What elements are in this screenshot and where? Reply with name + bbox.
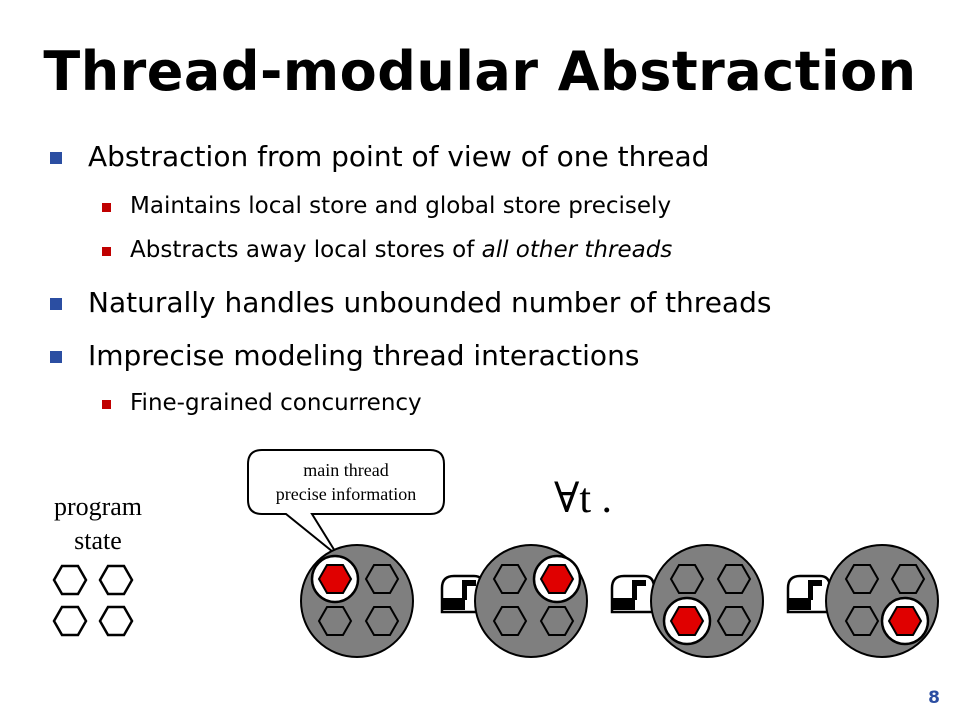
bullet-marker bbox=[50, 351, 62, 363]
sub-bullet-text-plain: Abstracts away local stores of bbox=[130, 237, 482, 263]
sub-bullet-marker bbox=[102, 400, 111, 409]
thread-disk-4 bbox=[825, 544, 939, 658]
hexagon-icon bbox=[844, 564, 880, 594]
sub-bullet-text: Abstracts away local stores of all other… bbox=[130, 237, 672, 263]
hexagon-icon bbox=[539, 606, 575, 636]
hexagon-icon bbox=[52, 564, 88, 596]
highlighted-hexagon-icon bbox=[539, 564, 575, 594]
hexagon-icon bbox=[669, 564, 705, 594]
hexagon-icon bbox=[492, 564, 528, 594]
program-state-line1: program bbox=[53, 492, 143, 521]
bullet-text: Abstraction from point of view of one th… bbox=[88, 140, 710, 173]
thread-disk-3 bbox=[650, 544, 764, 658]
callout-text: main thread precise information bbox=[248, 458, 444, 506]
mailbox-icon bbox=[440, 574, 486, 614]
program-state-label: program state bbox=[38, 490, 158, 558]
callout-line1: main thread bbox=[303, 460, 389, 480]
hexagon-icon bbox=[844, 606, 880, 636]
highlighted-hexagon-icon bbox=[669, 606, 705, 636]
callout-line2: precise information bbox=[275, 484, 417, 504]
highlighted-hexagon-icon bbox=[887, 606, 923, 636]
sub-bullet-marker bbox=[102, 247, 111, 256]
hexagon-icon bbox=[364, 606, 400, 636]
bullet-marker bbox=[50, 152, 62, 164]
program-state-line2: state bbox=[74, 526, 122, 555]
bullet-text: Imprecise modeling thread interactions bbox=[88, 339, 640, 372]
callout-bubble bbox=[247, 449, 445, 557]
thread-disk-main bbox=[300, 544, 414, 658]
forall-label: ∀t . bbox=[554, 476, 613, 522]
mailbox-icon bbox=[610, 574, 656, 614]
hexagon-icon bbox=[98, 605, 134, 637]
hexagon-icon bbox=[52, 605, 88, 637]
mailbox-icon bbox=[786, 574, 832, 614]
hexagon-icon bbox=[890, 564, 926, 594]
hexagon-icon bbox=[716, 564, 752, 594]
hexagon-icon bbox=[98, 564, 134, 596]
page-number: 8 bbox=[928, 688, 940, 708]
program-state-hexagons bbox=[52, 564, 134, 637]
slide-title: Thread-modular Abstraction bbox=[43, 40, 917, 103]
sub-bullet-text-italic: all other threads bbox=[481, 237, 673, 263]
hexagon-icon bbox=[364, 564, 400, 594]
bullet-marker bbox=[50, 298, 62, 310]
thread-disk-2 bbox=[474, 544, 588, 658]
hexagon-icon bbox=[492, 606, 528, 636]
sub-bullet-text: Maintains local store and global store p… bbox=[130, 193, 672, 219]
hexagon-icon bbox=[716, 606, 752, 636]
highlighted-hexagon-icon bbox=[317, 564, 353, 594]
hexagon-icon bbox=[317, 606, 353, 636]
sub-bullet-text: Fine-grained concurrency bbox=[130, 390, 422, 416]
bullet-text: Naturally handles unbounded number of th… bbox=[88, 286, 772, 319]
sub-bullet-marker bbox=[102, 203, 111, 212]
